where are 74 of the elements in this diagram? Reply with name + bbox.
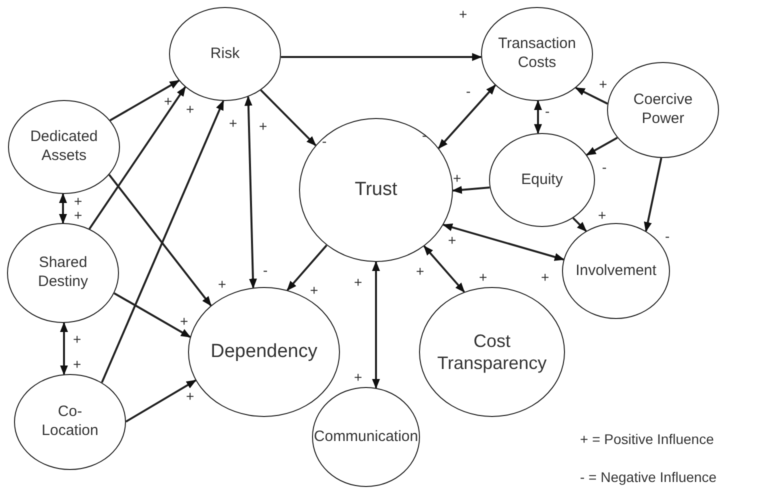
arrow bbox=[534, 100, 542, 134]
arrow bbox=[423, 245, 465, 293]
arrow bbox=[114, 292, 191, 338]
influence-sign: + bbox=[164, 94, 172, 108]
concept-label: Communication bbox=[314, 428, 418, 446]
concept-ellipse bbox=[489, 133, 595, 227]
influence-sign: + bbox=[74, 194, 82, 208]
arrow bbox=[110, 80, 180, 122]
concept-label: Dedicated Assets bbox=[29, 128, 99, 166]
legend-text: - = Negative Influence bbox=[580, 470, 717, 484]
arrow bbox=[244, 96, 257, 289]
concept-label: Coercive Power bbox=[632, 91, 694, 129]
arrow bbox=[452, 186, 490, 194]
arrow bbox=[372, 261, 380, 389]
influence-sign: + bbox=[73, 332, 82, 346]
concept-label: Cost Transparency bbox=[436, 330, 548, 374]
influence-sign: + bbox=[354, 275, 362, 289]
influence-sign: + bbox=[180, 314, 188, 328]
influence-sign: + bbox=[186, 102, 194, 116]
influence-sign: + bbox=[229, 116, 238, 130]
arrow bbox=[586, 136, 618, 156]
concept-label: Co- Location bbox=[40, 403, 100, 441]
arrow bbox=[60, 322, 68, 376]
influence-sign: + bbox=[479, 270, 488, 284]
arrow bbox=[442, 223, 565, 261]
concept-ellipse bbox=[481, 7, 593, 101]
concept-ellipse bbox=[188, 287, 340, 417]
influence-sign: + bbox=[186, 389, 194, 403]
influence-sign: + bbox=[259, 119, 268, 133]
arrow bbox=[125, 380, 196, 422]
influence-sign: - bbox=[602, 160, 607, 174]
concept-ellipse bbox=[7, 223, 119, 323]
concept-label: Trust bbox=[354, 178, 398, 202]
arrow bbox=[286, 244, 328, 291]
concept-ellipse bbox=[14, 374, 126, 470]
influence-sign: + bbox=[416, 264, 424, 278]
arrow bbox=[572, 217, 587, 232]
influence-sign: + bbox=[599, 77, 608, 91]
concept-ellipse bbox=[8, 100, 120, 194]
influence-sign: + bbox=[453, 171, 462, 185]
influence-sign: - bbox=[665, 229, 670, 243]
arrow bbox=[260, 89, 316, 146]
influence-sign: - bbox=[545, 104, 550, 118]
influence-sign: - bbox=[322, 134, 327, 148]
influence-sign: + bbox=[354, 370, 362, 384]
concept-label: Risk bbox=[210, 44, 240, 64]
influence-sign: - bbox=[263, 263, 268, 277]
arrow bbox=[280, 53, 482, 61]
legend-text: + = Positive Influence bbox=[580, 432, 714, 446]
influence-sign: + bbox=[310, 283, 318, 297]
influence-sign: + bbox=[541, 270, 550, 284]
concept-ellipse bbox=[562, 223, 670, 319]
influence-sign: + bbox=[598, 208, 606, 222]
influence-sign: + bbox=[448, 233, 456, 247]
arrow bbox=[100, 100, 224, 383]
arrow bbox=[574, 87, 608, 105]
arrow bbox=[88, 86, 186, 230]
influence-sign: + bbox=[74, 208, 82, 222]
influence-sign: + bbox=[73, 357, 82, 371]
concept-label: Transaction Costs bbox=[497, 35, 577, 73]
influence-sign: + bbox=[459, 7, 468, 21]
arrow bbox=[108, 174, 212, 306]
concept-label: Equity bbox=[521, 170, 563, 190]
arrow bbox=[438, 84, 496, 149]
concept-label: Involvement bbox=[576, 262, 656, 280]
concept-ellipse bbox=[607, 62, 719, 158]
arrow bbox=[59, 193, 67, 224]
influence-sign: - bbox=[466, 84, 471, 98]
arrow bbox=[644, 158, 662, 232]
concept-label: Shared Destiny bbox=[36, 254, 90, 292]
influence-sign: + bbox=[218, 277, 226, 291]
concept-ellipse bbox=[312, 387, 420, 487]
concept-ellipse bbox=[419, 287, 565, 417]
concept-label: Dependency bbox=[210, 340, 318, 364]
